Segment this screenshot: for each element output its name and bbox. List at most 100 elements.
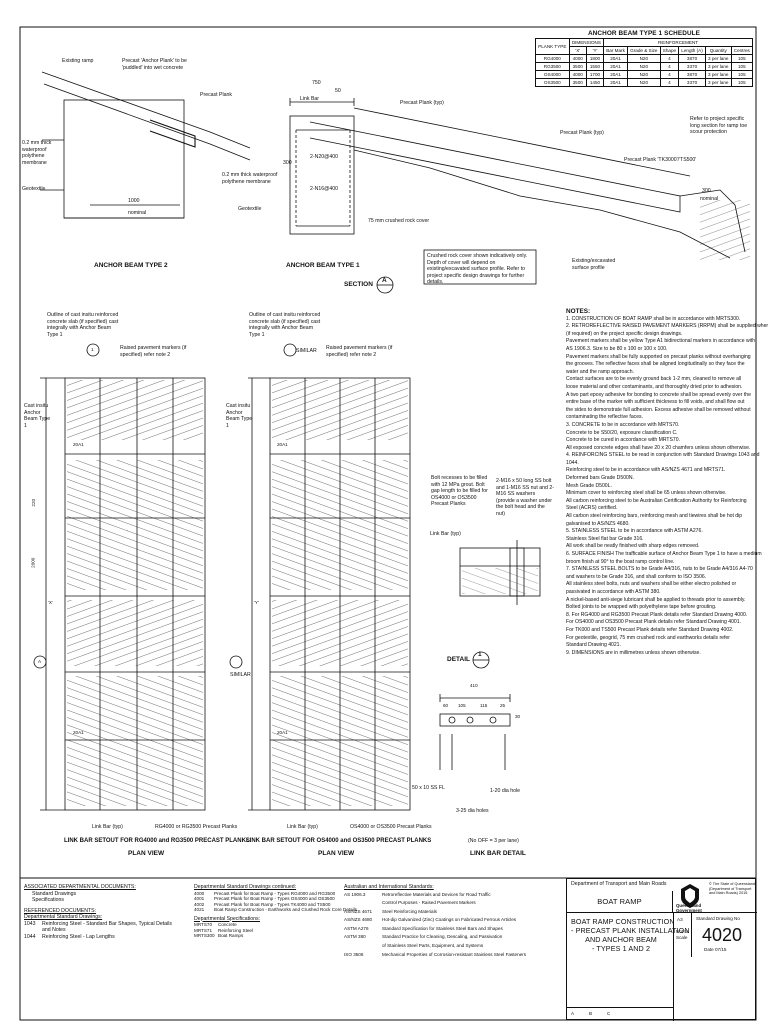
schedule-header-cell: Centres — [730, 46, 754, 55]
notes-heading: NOTES: — [566, 308, 591, 315]
table-cell: N20 — [627, 62, 661, 71]
ref-code: 1044 — [24, 933, 36, 940]
note-line: 6. SURFACE FINISH The trafficable surfac… — [566, 551, 762, 557]
table-cell: 20A1 — [603, 70, 628, 79]
table-cell: 3370 — [678, 78, 706, 87]
plan-cast-insitu-1: Cast insitu Anchor Beam Type 1 — [24, 403, 51, 429]
drawing-date: Date 07/15 — [704, 947, 727, 952]
schedule-title: ANCHOR BEAM TYPE 1 SCHEDULE — [587, 30, 701, 37]
std-drawing-label: Standard Drawing No — [696, 916, 740, 921]
title-block: Department of Transport and Main Roads B… — [566, 878, 757, 1022]
project-cell: BOAT RAMP — [567, 891, 673, 913]
note-line: (if required) on the project specific de… — [566, 330, 683, 337]
ref-code: ASTM A276 — [344, 925, 369, 931]
amendment-mark: C — [607, 1011, 611, 1016]
plan-link-bar-typ-2: Link Bar (typ) — [287, 824, 318, 830]
queensland-crest-icon — [681, 884, 699, 908]
note-line: 4. REINFORCING STEEL to be read in conju… — [566, 452, 760, 459]
note-line: A two part epoxy adhesive for bonding to… — [566, 391, 751, 398]
plan-link-bar-typ-1: Link Bar (typ) — [92, 824, 123, 830]
table-cell: 4 — [659, 54, 680, 63]
crushed-rock-note: Crushed rock cover shown indicatively on… — [427, 253, 528, 285]
drawing-title: BOAT RAMP CONSTRUCTION - PRECAST PLANK I… — [571, 917, 690, 953]
plan-plank-rg: RG4000 or RG3500 Precast Planks — [155, 824, 238, 830]
standards-references: Australian and International Standards: … — [344, 884, 562, 959]
ref-code: AS 1906.3 — [344, 891, 366, 897]
note-line: A nickel-based anti-siege lubricant shal… — [566, 596, 746, 603]
ref-desc: Control Purposes - Raised Pavement Marke… — [382, 900, 476, 906]
note-line: All carbon reinforcing steel to be Austr… — [566, 497, 747, 504]
note-line: 9. DIMENSIONS are in millimetres unless … — [566, 649, 701, 656]
label-rock-cover: 75 mm crushed rock cover — [368, 218, 430, 224]
label-existing-ramp: Existing ramp — [62, 58, 94, 64]
assoc-heading: ASSOCIATED DEPARTMENTAL DOCUMENTS: — [24, 884, 136, 890]
plan-dim-x: 'X' — [48, 600, 53, 605]
assoc-item: Standard Drawings — [32, 890, 77, 897]
label-anchor-plank: Precast 'Anchor Plank' to be 'puddled' i… — [122, 58, 187, 71]
note-line: 3. CONCRETE to be in accordance with MRT… — [566, 421, 680, 428]
ref-row: of Stainless Steel Parts, Equipment, and… — [344, 942, 562, 951]
table-cell: 3370 — [678, 62, 706, 71]
ref-code: MRTS70 — [194, 922, 213, 927]
note-line: Mesh Grade D500L. — [566, 482, 612, 489]
title-anchor-beam-type2: ANCHOR BEAM TYPE 2 — [94, 262, 168, 269]
plan-raised-markers-2: Raised pavement markers (if specified) r… — [326, 345, 393, 358]
plan-dim-20a1b: 20A1 — [73, 730, 84, 735]
note-line: water and the ramp approach. — [566, 368, 634, 375]
dim-30: 30 — [515, 714, 521, 719]
note-line: For TK000 and TS500 Precast Plank detail… — [566, 626, 734, 633]
govt-line-2: Government — [676, 908, 702, 913]
ref-row: and Notes — [24, 927, 194, 934]
table-cell: 3 per lane — [704, 62, 732, 71]
table-cell: 3 per lane — [704, 54, 732, 63]
plan-dim-220: 220 — [31, 498, 37, 507]
plan-plank-os: OS4000 or OS3500 Precast Planks — [350, 824, 432, 830]
ref-heading: REFERENCED DOCUMENTS: — [24, 907, 97, 914]
label-refer-long-section: Refer to project specific long section f… — [690, 116, 748, 135]
note-line: 1. CONSTRUCTION OF BOAT RAMP shall be in… — [566, 315, 741, 322]
plan-section-mark: A — [38, 659, 42, 664]
note-line: Steel (ACRS) certified. — [566, 505, 618, 512]
scale-label: Not to Scale — [676, 929, 689, 940]
label-link-bar: Link Bar — [300, 96, 320, 102]
plan-similar-2: SIMILAR — [230, 672, 251, 678]
dim-nominal-b: nominal — [700, 196, 719, 202]
detail-dia-hole: 1-20 dia hole — [490, 788, 520, 794]
note-line: Concrete to be S50/20, exposure classifi… — [566, 429, 678, 436]
detail-holes: 3-25 dia holes — [456, 808, 489, 814]
note-line: All stainless steel bolts, nuts and wash… — [566, 581, 737, 588]
plan-outline-slab-1: Outline of cast insitu reinforced concre… — [47, 312, 119, 338]
note-line: Minimum cover to reinforcing steel shall… — [566, 490, 727, 497]
schedule-header-cell: 'X' — [568, 46, 587, 55]
ref-desc: of Stainless Steel Parts, Equipment, and… — [382, 943, 484, 949]
label-membrane: 0.2 mm thick waterproof polythene membra… — [22, 140, 52, 166]
ref-code: MRTS71 — [194, 927, 213, 933]
note-line: Deformed bars Grade D500N. — [566, 475, 634, 482]
note-line: All exposed concrete edges shall have 20… — [566, 444, 751, 451]
ref-code: AS/NZS 4680 — [344, 917, 373, 923]
table-cell: 1550 — [585, 62, 605, 71]
dim-115: 115 — [480, 703, 488, 708]
detail-number: 1 — [478, 651, 482, 658]
dim-50: 50 — [335, 88, 341, 94]
label-precast-plank-tk: Precast Plank 'TK3000'/'TS500' — [624, 157, 697, 163]
label-precast-plank-typ: Precast Plank (typ) — [400, 100, 444, 106]
plan-cast-insitu-2: Cast insitu Anchor Beam Type 1 — [226, 403, 253, 429]
note-line: galvanised to AS/NZS 4680. — [566, 520, 630, 527]
note-line: For geotextile, geogrid, 75 mm crushed r… — [566, 634, 730, 641]
note-line: Stainless Steel flat bar Grade 316. — [566, 535, 644, 542]
detail-title: DETAIL — [447, 656, 470, 663]
ref-desc: Concrete — [218, 922, 237, 927]
drawing-number: 4020 — [702, 925, 743, 945]
table-cell: N20 — [627, 54, 661, 63]
amendment-row: A B C — [567, 1007, 673, 1022]
note-line: Pavement markers shall be yellow Type A1… — [566, 338, 756, 345]
dim-300b: 300 — [702, 188, 711, 194]
table-cell: RG3500 — [535, 62, 570, 71]
ref-desc: Reinforcing Steel - Lap Lengths — [42, 933, 115, 940]
table-cell: 1800 — [585, 54, 605, 63]
note-line: and washers to be Grade 316, and shall c… — [566, 573, 707, 580]
table-cell: N20 — [627, 70, 661, 79]
table-cell: 105 — [730, 62, 754, 71]
